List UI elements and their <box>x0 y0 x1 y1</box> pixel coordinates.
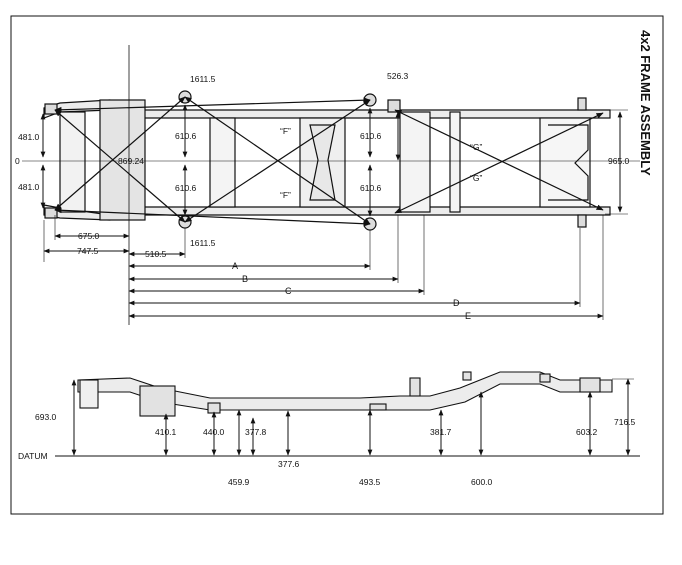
label-1611-top: 1611.5 <box>190 74 216 84</box>
label-F-top: “F” <box>280 126 291 136</box>
label-675: 675.0 <box>78 231 100 241</box>
label-869: 869.24 <box>118 156 144 166</box>
label-F-bot: “F” <box>280 190 291 200</box>
label-610-left-top: 610.6 <box>175 131 197 141</box>
side-frame <box>77 371 613 417</box>
label-481-bot: 481.0 <box>18 182 40 192</box>
label-410: 410.1 <box>155 427 177 437</box>
label-693: 693.0 <box>35 412 57 422</box>
label-G-top: “G” <box>470 142 482 152</box>
label-510: 510.5 <box>145 249 167 259</box>
label-610-right-top: 610.6 <box>360 131 382 141</box>
label-381: 381.7 <box>430 427 452 437</box>
top-view: 0 1611.5 1611.5 526.3 481.0 481.0 869.24… <box>15 45 640 325</box>
label-603: 603.2 <box>576 427 598 437</box>
label-610-left-bot: 610.6 <box>175 183 197 193</box>
label-600: 600.0 <box>471 477 493 487</box>
label-526: 526.3 <box>387 71 409 81</box>
label-459: 459.9 <box>228 477 250 487</box>
datum-label: DATUM <box>18 451 48 461</box>
label-E: E <box>465 311 471 321</box>
diagram-title: 4x2 FRAME ASSEMBLY <box>638 30 653 176</box>
side-view: DATUM 693.0 410.1 440.0 377.8 459.9 377.… <box>18 371 640 487</box>
label-377-6: 377.6 <box>278 459 300 469</box>
label-610-right-bot: 610.6 <box>360 183 382 193</box>
label-D: D <box>453 298 460 308</box>
label-481-top: 481.0 <box>18 132 40 142</box>
page-border <box>10 15 664 515</box>
label-440: 440.0 <box>203 427 225 437</box>
F-diagonal-6 <box>184 99 371 223</box>
G-diagonal-2 <box>394 112 604 214</box>
label-747: 747.5 <box>77 246 99 256</box>
label-716: 716.5 <box>614 417 636 427</box>
zero-left-label: 0 <box>15 156 20 166</box>
label-A: A <box>232 261 238 271</box>
label-1611-bot: 1611.5 <box>190 238 216 248</box>
side-dimensions <box>71 378 634 456</box>
F-diagonal-4 <box>54 96 186 211</box>
label-965: 965.0 <box>608 156 630 166</box>
label-493: 493.5 <box>359 477 381 487</box>
label-C: C <box>285 286 292 296</box>
label-G-bot: “G” <box>470 173 482 183</box>
horizontal-dimensions <box>43 215 604 320</box>
label-377-8: 377.8 <box>245 427 267 437</box>
label-B: B <box>242 274 248 284</box>
